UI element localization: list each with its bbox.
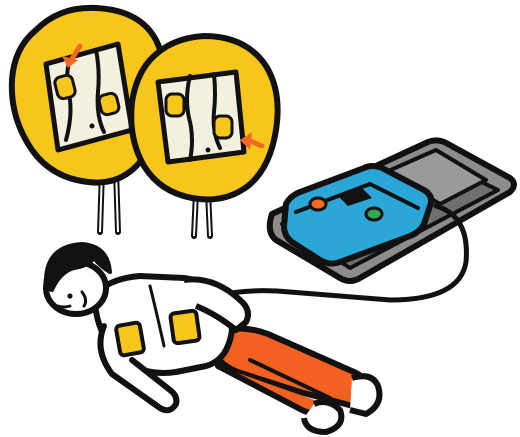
aed-shock-button-icon bbox=[310, 198, 326, 210]
defibrillator-pad-right-icon bbox=[131, 36, 277, 236]
aed-power-button-icon bbox=[366, 208, 382, 220]
